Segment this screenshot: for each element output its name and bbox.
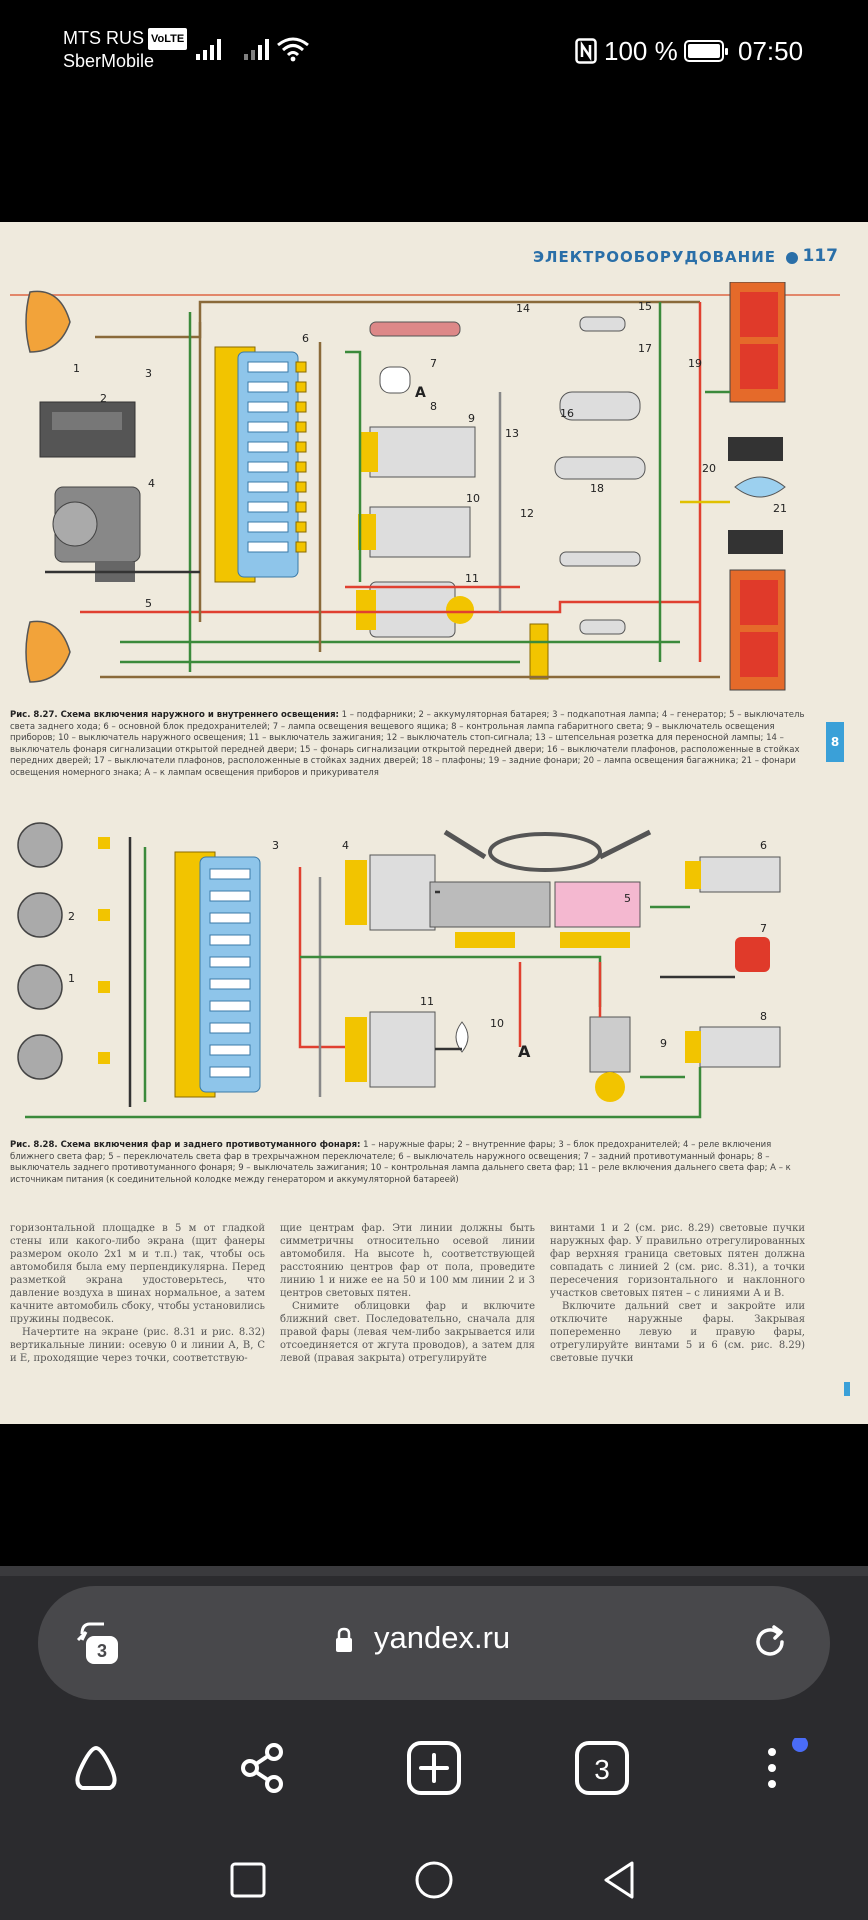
caption-title-8-27: Рис. 8.27. Схема включения наружного и в…	[10, 710, 339, 720]
side-lamp-bottom	[25, 620, 71, 683]
svg-text:8: 8	[760, 1010, 767, 1023]
tail-light-top	[729, 282, 786, 403]
signal-1-icon	[196, 38, 221, 60]
tail-light-bottom	[729, 569, 786, 691]
svg-text:9: 9	[660, 1037, 667, 1050]
svg-text:10: 10	[466, 492, 480, 505]
body-text: горизонтальной площадке в 5 м от гладкой…	[10, 1222, 810, 1412]
svg-text:11: 11	[465, 572, 479, 585]
header-rule	[10, 294, 840, 296]
svg-text:20: 20	[702, 462, 716, 475]
lock-icon	[336, 1627, 352, 1652]
wifi-icon	[277, 37, 309, 62]
high-beam-relay	[369, 1011, 436, 1088]
address-bar[interactable]	[38, 1586, 830, 1700]
tabs-count: 3	[97, 1641, 107, 1661]
svg-text:16: 16	[560, 407, 574, 420]
page-number: 117	[802, 246, 839, 266]
svg-text:15: 15	[638, 300, 652, 313]
paragraph: Начертите на экране (рис. 8.31 и рис. 8.…	[10, 1327, 265, 1364]
alice-assistant-icon[interactable]	[66, 1738, 126, 1798]
svg-text:5: 5	[145, 597, 152, 610]
svg-text:13: 13	[505, 427, 519, 440]
caption-text-8-28: 1 – наружные фары; 2 – внутренние фары; …	[10, 1140, 791, 1185]
figure-caption-8-28: Рис. 8.28. Схема включения фар и заднего…	[10, 1140, 810, 1186]
low-beam-relay	[369, 854, 436, 931]
svg-text:3: 3	[272, 839, 279, 852]
svg-text:9: 9	[468, 412, 475, 425]
toolbar-tab-count: 3	[594, 1754, 610, 1785]
svg-text:7: 7	[760, 922, 767, 935]
ignition-switch	[369, 581, 456, 638]
paragraph: горизонтальной площадке в 5 м от гладкой…	[10, 1223, 265, 1325]
chapter-title: ЭЛЕКТРООБОРУДОВАНИЕ	[533, 248, 776, 266]
svg-text:6: 6	[760, 839, 767, 852]
svg-text:2: 2	[68, 910, 75, 923]
header-dot	[786, 252, 798, 264]
svg-text:21: 21	[773, 502, 787, 515]
caption-title-8-28: Рис. 8.28. Схема включения фар и заднего…	[10, 1140, 361, 1150]
svg-text:5: 5	[624, 892, 631, 905]
page-header: ЭЛЕКТРООБОРУДОВАНИЕ 117	[0, 246, 868, 296]
page-edge-mark	[844, 1382, 850, 1396]
browser-top-strip	[0, 1566, 868, 1576]
volte-badge: VoLTE	[148, 28, 188, 50]
paragraph: Снимите облицовки фар и включите ближний…	[280, 1301, 535, 1364]
carrier-1: MTS RUS	[63, 28, 144, 48]
svg-text:4: 4	[342, 839, 349, 852]
svg-text:1: 1	[73, 362, 80, 375]
clock: 07:50	[738, 36, 804, 66]
share-icon[interactable]	[232, 1738, 292, 1798]
caption-text-8-27: 1 – подфарники; 2 – аккумуляторная батар…	[10, 710, 805, 778]
recent-apps-icon[interactable]	[226, 1858, 270, 1902]
url-text[interactable]: yandex.ru	[374, 1620, 511, 1655]
book-page-image[interactable]: ЭЛЕКТРООБОРУДОВАНИЕ 117	[0, 222, 868, 1424]
reload-icon[interactable]	[748, 1620, 792, 1664]
svg-text:11: 11	[420, 995, 434, 1008]
instrument-light-switch	[369, 426, 476, 478]
svg-text:1: 1	[68, 972, 75, 985]
carrier-2: SberMobile	[63, 51, 155, 71]
paragraph: щие центрам фар. Эти линии должны быть с…	[280, 1223, 535, 1299]
svg-text:10: 10	[490, 1017, 504, 1030]
svg-text:8: 8	[430, 400, 437, 413]
svg-text:12: 12	[520, 507, 534, 520]
svg-text:17: 17	[638, 342, 652, 355]
generator	[52, 486, 141, 582]
tabs-counter-icon[interactable]: 3	[76, 1616, 124, 1668]
svg-text:18: 18	[590, 482, 604, 495]
figure-caption-8-27: Рис. 8.27. Схема включения наружного и в…	[10, 710, 810, 779]
text-column-2: щие центрам фар. Эти линии должны быть с…	[280, 1222, 535, 1365]
svg-text:4: 4	[148, 477, 155, 490]
headlamps	[17, 822, 63, 1080]
wiring-diagram-8-28: 1 2 3 4 5 6 7 8 9 10 11 А	[17, 822, 781, 1119]
paragraph: винтами 1 и 2 (см. рис. 8.29) световые п…	[550, 1223, 805, 1299]
svg-text:3: 3	[145, 367, 152, 380]
svg-text:19: 19	[688, 357, 702, 370]
text-column-1: горизонтальной площадке в 5 м от гладкой…	[10, 1222, 265, 1365]
svg-text:14: 14	[516, 302, 530, 315]
svg-text:А: А	[518, 1042, 531, 1061]
svg-text:6: 6	[302, 332, 309, 345]
new-tab-icon[interactable]	[404, 1738, 464, 1798]
paragraph: Включите дальний свет и закройте или отк…	[550, 1301, 805, 1364]
home-icon[interactable]	[412, 1858, 456, 1902]
nfc-icon	[575, 38, 597, 64]
battery-icon	[684, 40, 728, 62]
signal-2-icon	[244, 38, 269, 60]
section-tab: 8	[826, 722, 844, 762]
side-lamp-top	[25, 290, 71, 353]
text-column-3: винтами 1 и 2 (см. рис. 8.29) световые п…	[550, 1222, 805, 1365]
svg-text:А: А	[415, 385, 426, 401]
battery-percent: 100 %	[604, 36, 678, 66]
tabs-icon[interactable]: 3	[572, 1738, 632, 1798]
outer-light-switch	[369, 506, 471, 558]
svg-text:7: 7	[430, 357, 437, 370]
back-icon[interactable]	[598, 1858, 642, 1902]
svg-text:2: 2	[100, 392, 107, 405]
menu-icon[interactable]	[748, 1738, 808, 1798]
